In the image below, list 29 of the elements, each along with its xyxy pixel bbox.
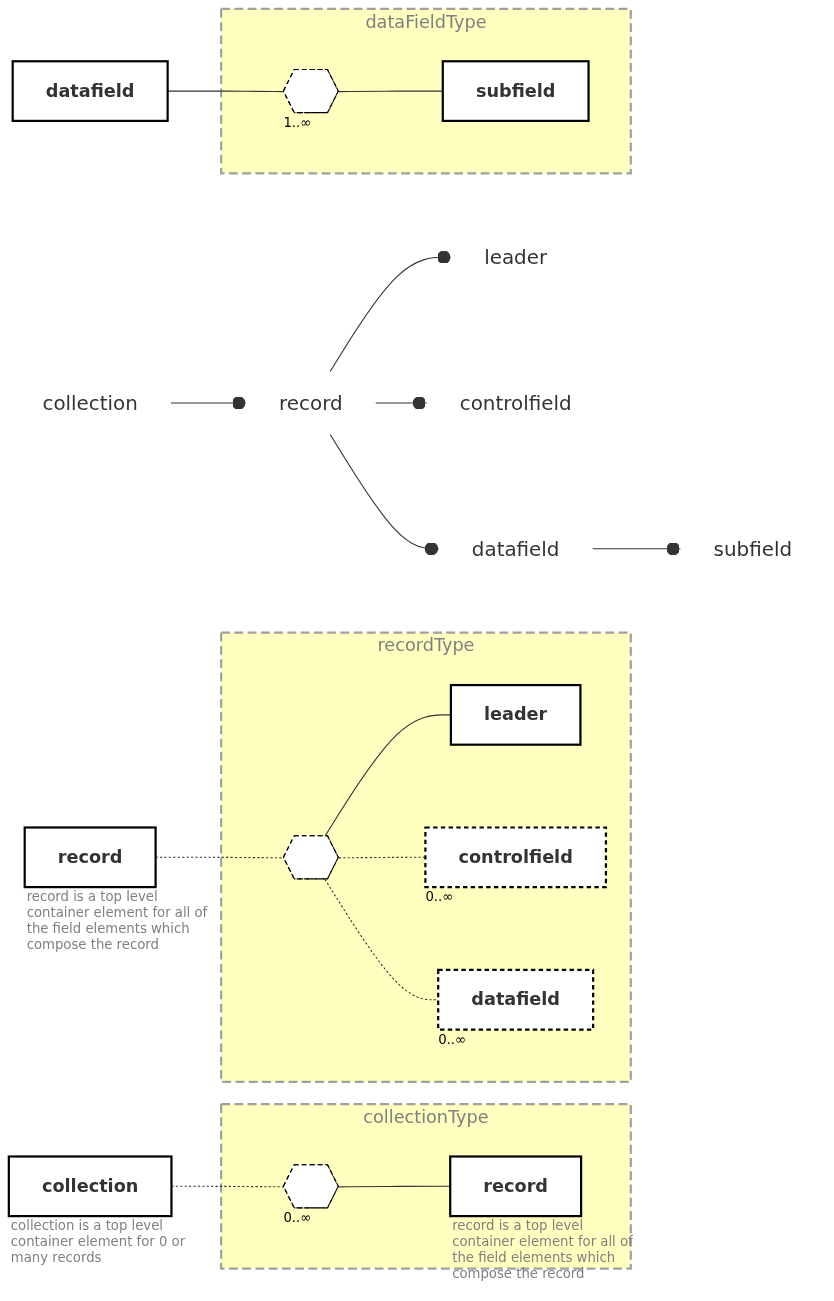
node-box: subfield <box>441 60 590 122</box>
node-box: collection <box>7 1155 173 1218</box>
node-box: controlfield <box>424 826 608 889</box>
node-text: leader <box>484 245 548 269</box>
annotation-text: collection is a top level container element for 0 or many records <box>10 1218 187 1266</box>
node-box: datafield <box>11 60 169 122</box>
annotation-text: record is a top level container element for all of the field elements which compose the record <box>26 889 209 953</box>
node-text: subfield <box>713 537 793 561</box>
connector <box>167 90 285 93</box>
multiplicity-label: 0..∞ <box>438 1031 467 1048</box>
connector <box>329 433 440 556</box>
node-box: record <box>449 1155 583 1218</box>
node-text: controlfield <box>459 391 572 415</box>
connector <box>338 1185 451 1188</box>
connector <box>375 396 428 410</box>
connector <box>170 396 247 410</box>
connector <box>324 878 439 1001</box>
connector <box>592 542 681 556</box>
connector <box>329 250 452 373</box>
multiplicity-label: 1..∞ <box>283 114 312 131</box>
connector <box>338 856 426 859</box>
multiplicity-label: 0..∞ <box>425 889 454 905</box>
node-text: datafield <box>471 537 560 561</box>
node-box: record <box>23 826 157 889</box>
node-box: datafield <box>437 968 595 1031</box>
node-text: collection <box>42 391 138 415</box>
node-box: leader <box>449 683 582 746</box>
node-text: record <box>279 391 343 415</box>
multiplicity-label: 0..∞ <box>283 1209 312 1226</box>
